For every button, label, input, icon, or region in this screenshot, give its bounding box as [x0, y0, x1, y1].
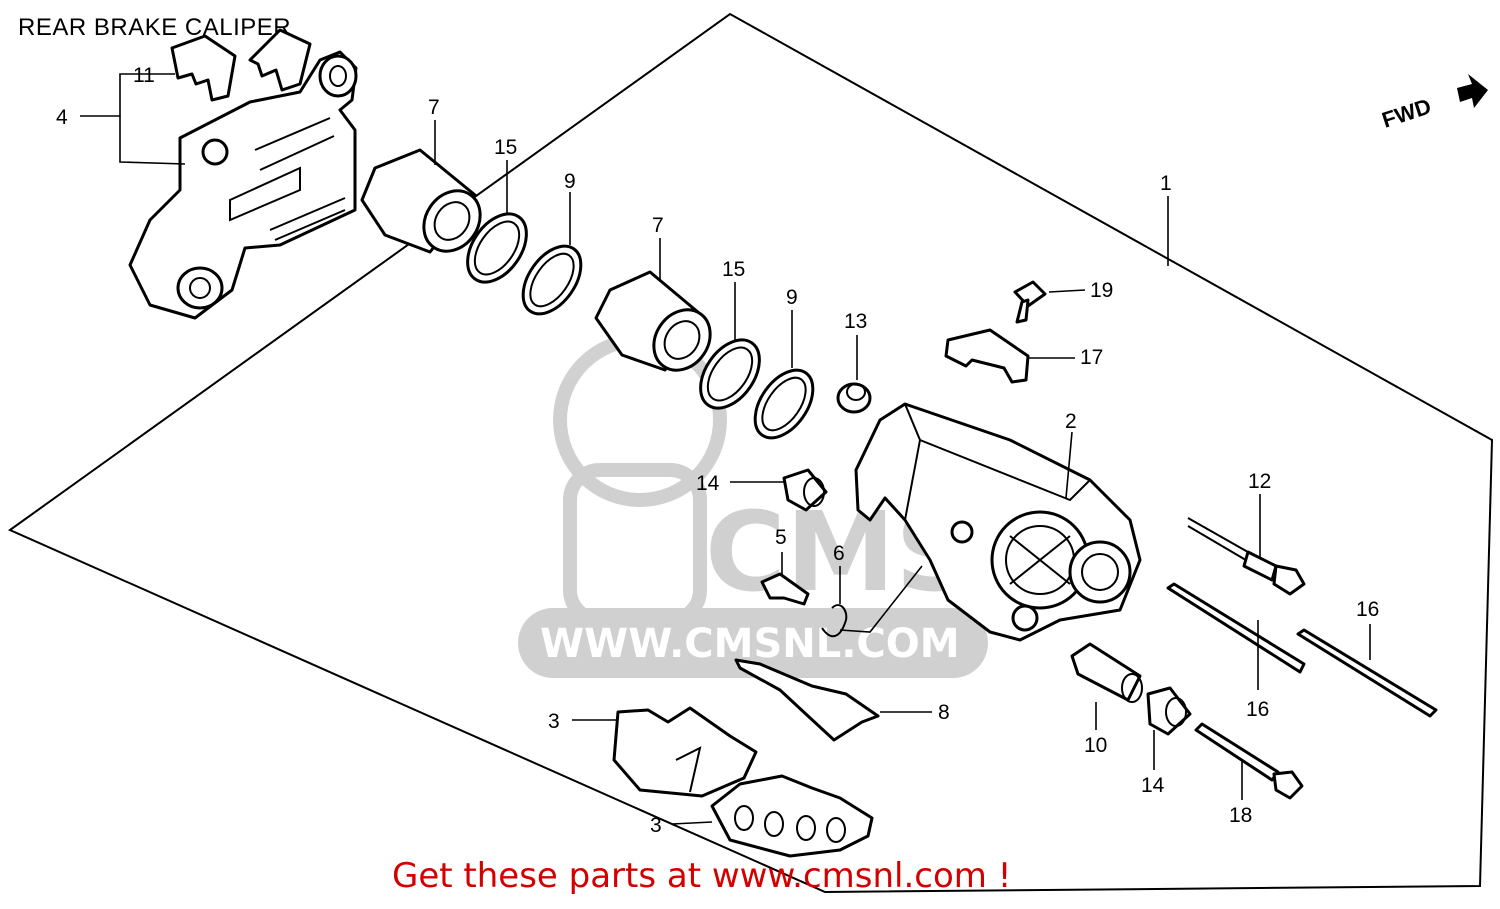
callout-15a: 15: [494, 136, 517, 159]
callout-16b: 16: [1356, 598, 1379, 621]
callout-6: 6: [833, 542, 845, 565]
piston-upper: [360, 148, 482, 254]
piston-seal-upper: [521, 244, 583, 316]
watermark-url: WWW.CMSNL.COM: [540, 621, 960, 667]
bleeder-valve: [760, 572, 810, 606]
callout-8: 8: [938, 701, 950, 724]
brake-pad-front: [710, 774, 874, 858]
callout-7a: 7: [428, 96, 440, 119]
callout-7b: 7: [652, 214, 664, 237]
leader-lines: [80, 73, 1371, 825]
fwd-arrow-icon: [1457, 74, 1488, 108]
pad-pin-lower: [1296, 628, 1438, 718]
callout-9a: 9: [564, 170, 576, 193]
callout-16a: 16: [1246, 698, 1269, 721]
callout-11: 11: [133, 64, 155, 87]
callout-3a: 3: [548, 710, 560, 733]
slide-pin-sleeve: [1070, 642, 1143, 703]
footer-promo-link[interactable]: Get these parts at www.cmsnl.com !: [392, 856, 1012, 896]
brake-pad-rear: [612, 706, 758, 798]
caliper-bracket: [128, 50, 358, 320]
callout-9b: 9: [786, 286, 798, 309]
callout-4: 4: [56, 106, 68, 129]
piston-seal-lower: [753, 368, 815, 440]
caliper-body: [854, 402, 1142, 642]
dust-seal-upper: [466, 212, 528, 284]
callout-14b: 14: [1141, 774, 1165, 797]
pin-bolt-12: [1187, 517, 1306, 596]
callout-15b: 15: [722, 258, 745, 281]
piston-lower: [594, 270, 712, 372]
callout-13: 13: [844, 310, 867, 333]
pin-boot-right: [1146, 686, 1192, 736]
caliper-bolt-18: [1194, 722, 1304, 800]
pad-spring: [734, 658, 880, 742]
bleeder-cap: [836, 382, 872, 414]
diagram-title: REAR BRAKE CALIPER: [18, 14, 292, 41]
callout-12: 12: [1248, 470, 1271, 493]
hose-clamp: [821, 604, 848, 638]
small-bolt: [1013, 280, 1047, 324]
pad-pin-upper: [1166, 582, 1306, 674]
callout-3b: 3: [650, 814, 662, 837]
fwd-label: FWD: [1379, 93, 1434, 132]
forward-direction-indicator: FWD: [1379, 74, 1488, 133]
pad-clip: [170, 28, 312, 102]
callout-17: 17: [1080, 346, 1103, 369]
callout-18: 18: [1229, 804, 1252, 827]
callout-10: 10: [1084, 734, 1107, 757]
callout-19: 19: [1090, 279, 1113, 302]
callout-5: 5: [775, 526, 787, 549]
assembly-outline: [7, 12, 1494, 894]
pin-boot-left: [782, 468, 828, 512]
pad-retainer-plate: [944, 328, 1030, 384]
dust-seal-lower: [699, 338, 761, 410]
callout-1: 1: [1160, 172, 1172, 195]
callout-14a: 14: [696, 472, 720, 495]
callout-labels: 1 2 3 3 4 5 6 7 7 8 9 9 10 11 12 13 14 1…: [56, 64, 1379, 837]
callout-2: 2: [1065, 410, 1077, 433]
